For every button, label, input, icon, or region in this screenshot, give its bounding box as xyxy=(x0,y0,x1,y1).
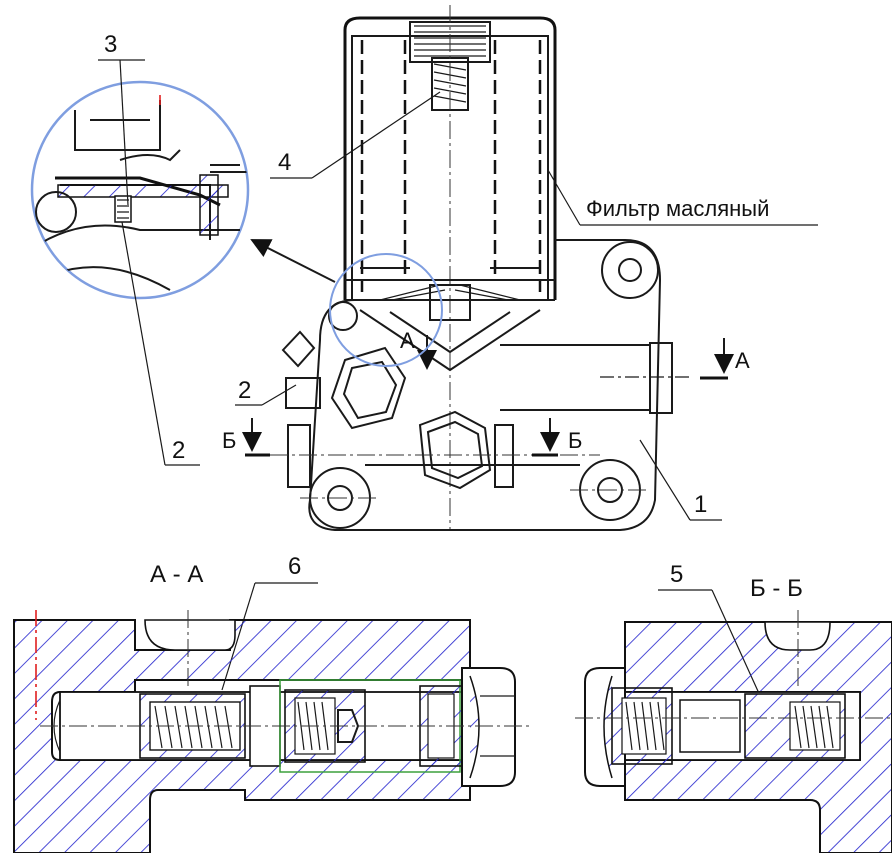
mount-hole-right xyxy=(570,459,650,521)
mount-hole-left xyxy=(300,467,380,529)
detail-source-circle xyxy=(329,253,443,367)
callout-2-upper: 2 xyxy=(238,377,251,404)
detail-enlargement xyxy=(30,80,250,300)
section-marker-b: Б Б xyxy=(222,418,582,457)
callouts-upper: 3 4 2 2 1 Фильтр масляный xyxy=(98,31,818,521)
oil-filter xyxy=(343,5,557,530)
callout-4: 4 xyxy=(278,149,291,176)
marker-a-label: А xyxy=(400,328,415,353)
filter-label: Фильтр масляный xyxy=(586,196,769,221)
section-a-a: А - А 6 xyxy=(13,553,530,853)
callout-1: 1 xyxy=(694,491,707,518)
section-bb-title: Б - Б xyxy=(750,575,803,602)
callout-3: 3 xyxy=(104,31,117,58)
callout-6: 6 xyxy=(288,553,301,580)
section-aa-title: А - А xyxy=(150,561,203,588)
callout-5: 5 xyxy=(670,561,683,588)
valve-body xyxy=(270,239,690,531)
callout-2-lower: 2 xyxy=(172,437,185,464)
section-marker-a: А А xyxy=(400,328,750,380)
marker-b-left-label: Б xyxy=(222,428,236,453)
section-b-b: Б - Б 5 xyxy=(575,561,892,853)
marker-b-right-label: Б xyxy=(568,428,582,453)
mount-hole-top xyxy=(601,241,659,299)
marker-a-right-label: А xyxy=(735,348,750,373)
